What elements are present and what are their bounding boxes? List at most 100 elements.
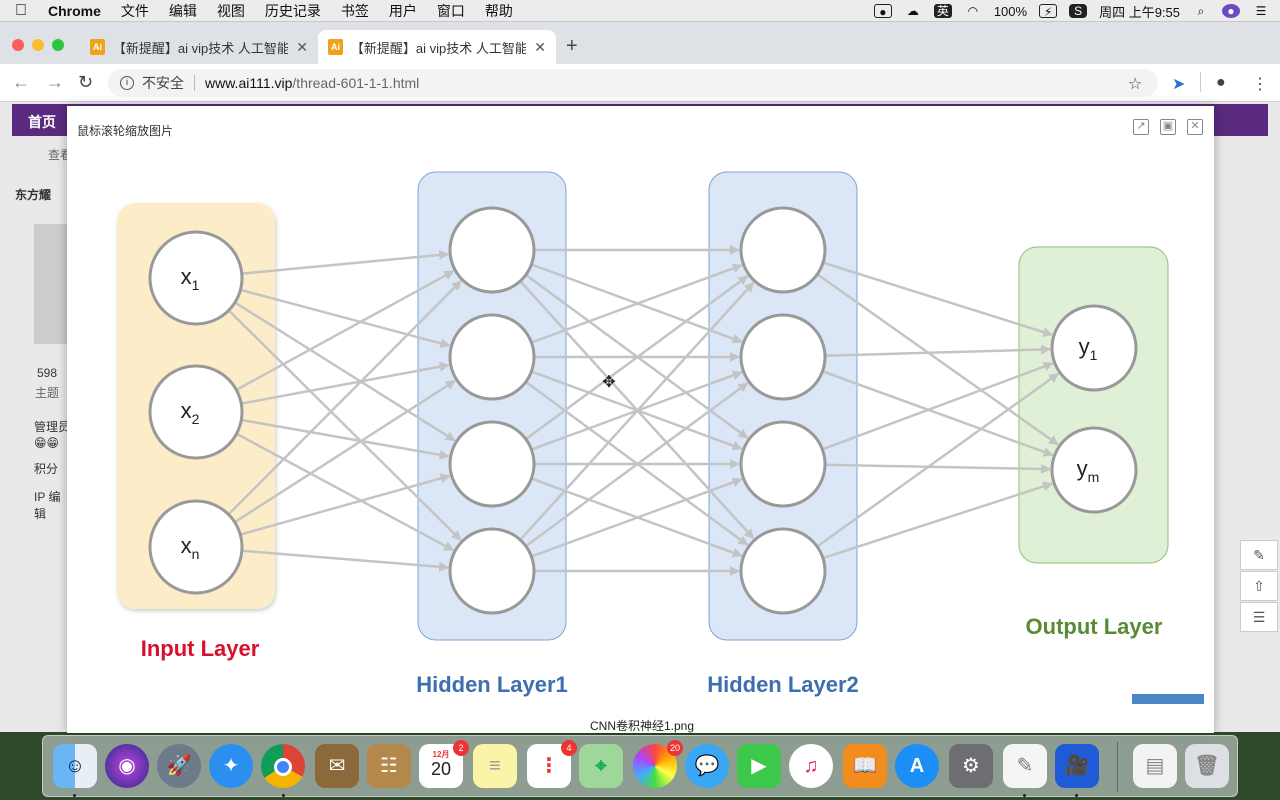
hidden-layer1-label: Hidden Layer1 <box>416 672 568 697</box>
connection-edge <box>241 549 450 572</box>
photos-icon[interactable]: 20 <box>633 740 683 788</box>
launchpad-icon[interactable]: 🚀 <box>157 744 201 788</box>
menu-bookmarks[interactable]: 书签 <box>340 2 369 19</box>
hidden-layer2-label: Hidden Layer2 <box>707 672 859 697</box>
facetime-icon[interactable]: ▶ <box>737 744 781 788</box>
screen-recorder-icon[interactable]: 🎥 <box>1055 744 1099 788</box>
image-caption: CNN卷积神经1.png <box>590 719 695 733</box>
tab-strip: Ai 【新提醒】ai vip技术 人工智能 | ✕ Ai 【新提醒】ai vip… <box>0 22 1280 64</box>
input-node <box>148 499 244 595</box>
menu-bar:  Chrome 文件 编辑 视图 历史记录 书签 用户 窗口 帮助 ● ☁ 英… <box>0 0 1280 22</box>
connection-edge <box>240 361 450 405</box>
tab-1[interactable]: Ai 【新提醒】ai vip技术 人工智能 | ✕ <box>80 30 318 64</box>
notification-center-icon[interactable]: ☰ <box>1255 4 1267 18</box>
extension-bird-icon[interactable]: ➤ <box>1172 76 1186 93</box>
maximize-icon[interactable]: ▣ <box>1160 119 1176 135</box>
messages-icon[interactable]: 💬 <box>685 744 729 788</box>
system-preferences-icon[interactable]: ⚙ <box>949 744 993 788</box>
security-label[interactable]: 不安全 <box>142 75 184 91</box>
bookmark-star-icon[interactable]: ☆ <box>1128 76 1143 93</box>
back-arrow-icon[interactable]: ← <box>12 72 30 92</box>
close-tab-icon[interactable]: ✕ <box>296 38 308 55</box>
siri-icon[interactable]: ◉ <box>105 744 149 788</box>
connection-edge <box>530 477 743 558</box>
connection-edge <box>235 432 455 552</box>
battery-icon[interactable]: ⚡ <box>1039 4 1058 19</box>
trash-icon[interactable]: 🗑 <box>1185 744 1229 788</box>
finder-icon[interactable]: ☺ <box>53 744 97 788</box>
profile-avatar-icon[interactable]: ● <box>1216 74 1226 91</box>
app-store-icon[interactable]: A <box>895 744 939 788</box>
maps-icon[interactable]: ⌖ <box>579 744 623 788</box>
spotlight-search-icon[interactable]: ⌕ <box>1197 4 1205 18</box>
open-external-icon[interactable]: ↗ <box>1133 119 1149 135</box>
notes-icon[interactable]: ≡ <box>473 744 517 788</box>
photos-badge: 20 <box>666 740 683 756</box>
output-node <box>1050 426 1138 514</box>
stat-count: 598 <box>37 366 58 380</box>
connection-edge <box>234 379 456 524</box>
menu-edit[interactable]: 编辑 <box>168 2 197 19</box>
input-layer-label: Input Layer <box>141 636 260 661</box>
textedit-icon[interactable]: ✎ <box>1003 744 1047 788</box>
menu-people[interactable]: 用户 <box>388 2 417 19</box>
comment-float-button[interactable]: ✎ <box>1240 540 1278 570</box>
input-method-indicator[interactable]: 英 <box>933 4 952 18</box>
calendar-icon[interactable]: 12月 20 2 <box>419 740 469 788</box>
sync-icon[interactable]: ☁ <box>906 4 919 18</box>
contacts-icon[interactable]: ☷ <box>367 744 411 788</box>
ibooks-icon[interactable]: 📖 <box>843 744 887 788</box>
connection-edge <box>822 481 1054 560</box>
menu-view[interactable]: 视图 <box>216 2 245 19</box>
chrome-icon[interactable] <box>261 744 305 788</box>
clock[interactable]: 周四 上午9:55 <box>1099 4 1180 20</box>
address-bar[interactable]: i 不安全 www.ai111.vip /thread-601-1-1.html <box>108 69 1158 97</box>
reload-icon[interactable]: ↻ <box>78 72 94 92</box>
app-s-icon[interactable]: S <box>1069 4 1088 18</box>
output-node-label: ym <box>1077 456 1100 485</box>
dock-separator <box>1117 742 1118 792</box>
browser-toolbar: ← → ↻ i 不安全 www.ai111.vip /thread-601-1-… <box>0 64 1280 102</box>
menu-window[interactable]: 窗口 <box>436 2 465 19</box>
connection-edge <box>530 263 743 344</box>
safari-icon[interactable]: ✦ <box>209 744 253 788</box>
menu-file[interactable]: 文件 <box>120 2 149 19</box>
mail-eagle-icon[interactable]: ✉ <box>315 744 359 788</box>
connection-edge <box>525 275 749 441</box>
chrome-menu-icon[interactable]: ⋮ <box>1252 76 1268 93</box>
url-host: www.ai111.vip <box>205 75 293 91</box>
connection-edge <box>816 273 1059 446</box>
close-window-button[interactable] <box>12 39 24 51</box>
hidden1-node <box>448 420 536 508</box>
menu-history[interactable]: 历史记录 <box>264 2 321 19</box>
zoom-window-button[interactable] <box>52 39 64 51</box>
sub-nav-link[interactable]: 查看 <box>48 148 73 162</box>
forward-arrow-icon[interactable]: → <box>46 72 64 92</box>
wifi-icon[interactable]: ◠ <box>967 4 979 18</box>
menu-chrome[interactable]: Chrome <box>48 2 101 19</box>
itunes-icon[interactable]: ♫ <box>789 744 833 788</box>
apple-icon[interactable]:  <box>0 2 42 20</box>
minimize-window-button[interactable] <box>32 39 44 51</box>
connection-edge <box>241 250 450 275</box>
siri-icon[interactable]: ● <box>1222 4 1240 18</box>
menu-help[interactable]: 帮助 <box>484 2 513 19</box>
close-tab-icon[interactable]: ✕ <box>534 38 546 55</box>
document-stack-icon[interactable]: ▤ <box>1133 744 1177 788</box>
list-float-button[interactable]: ☰ <box>1240 602 1278 632</box>
info-icon[interactable]: i <box>120 76 134 90</box>
back-to-top-button[interactable]: ⇧ <box>1240 571 1278 601</box>
battery-percent: 100% <box>993 3 1028 19</box>
admin-label: 管理员 <box>34 420 71 434</box>
username[interactable]: 东方耀 <box>15 188 52 202</box>
hidden1-node <box>448 527 536 615</box>
calendar-month: 12月 <box>432 750 450 759</box>
nav-home-link[interactable]: 首页 <box>28 114 56 130</box>
reminders-icon[interactable]: ⋮ 4 <box>527 740 577 788</box>
points-label: 积分 <box>34 462 59 476</box>
close-modal-icon[interactable]: ✕ <box>1187 119 1203 135</box>
screen-record-icon[interactable]: ● <box>873 4 892 19</box>
new-tab-button[interactable]: + <box>566 35 578 57</box>
tab-2[interactable]: Ai 【新提醒】ai vip技术 人工智能 | ✕ <box>318 30 556 64</box>
